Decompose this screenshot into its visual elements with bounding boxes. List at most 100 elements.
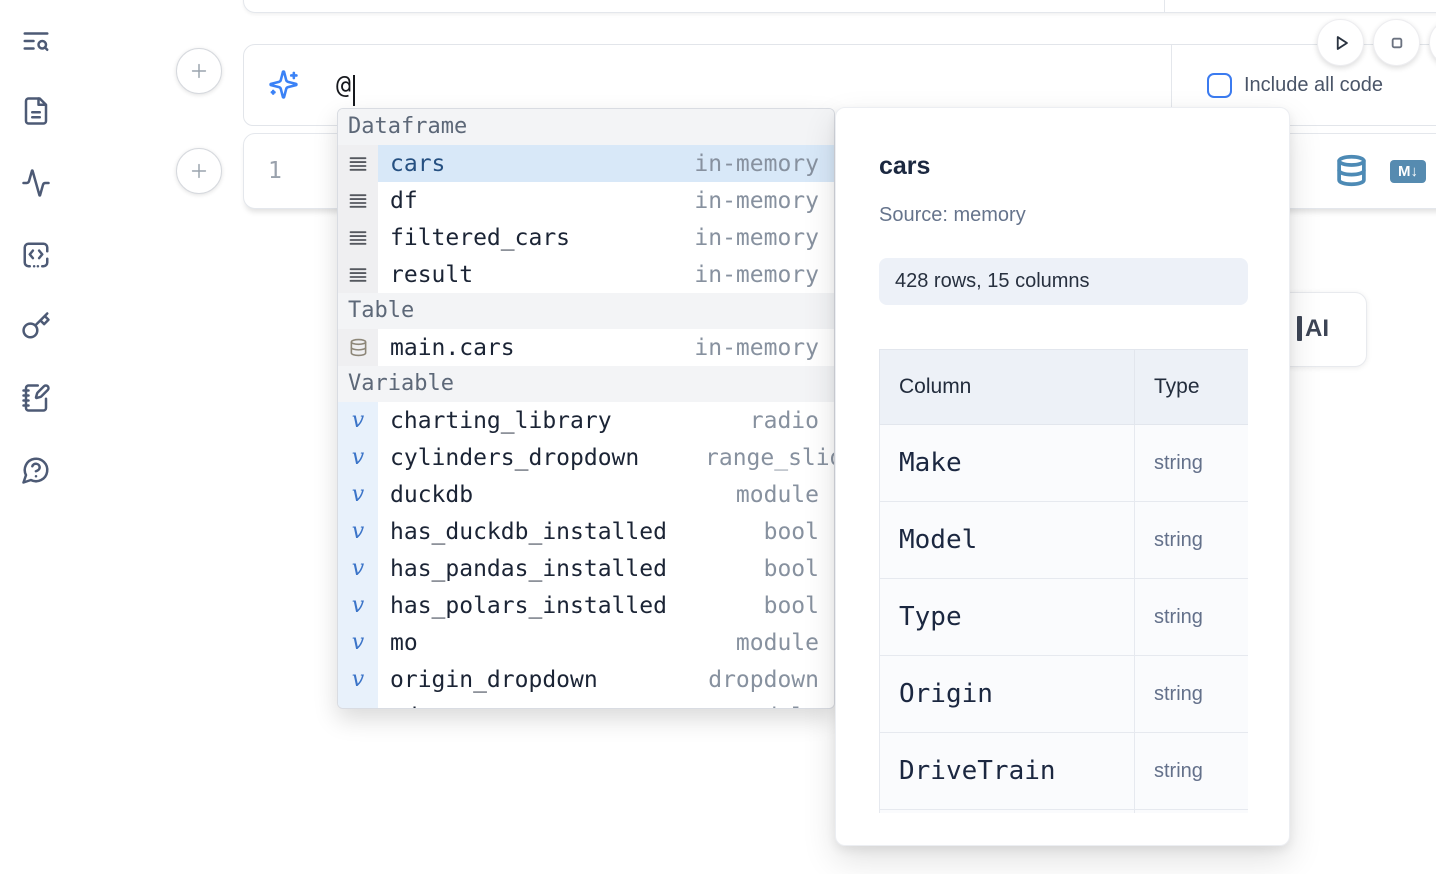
preview-title: cars — [879, 152, 931, 180]
completion-item[interactable]: v charting_library radio — [338, 402, 834, 439]
completion-item-gutter: v — [338, 587, 378, 624]
completion-item-gutter: v — [338, 439, 378, 476]
completion-label: origin_dropdown — [390, 666, 598, 693]
completion-type: bool — [763, 518, 819, 545]
sparkles-icon — [268, 69, 299, 100]
include-all-code-checkbox[interactable] — [1207, 73, 1232, 98]
completion-section-header: Variable — [338, 366, 834, 402]
completion-type: dropdown — [708, 666, 819, 693]
column-type-cell: string — [1134, 578, 1248, 656]
completion-item-main: cylinders_dropdown range_slider — [378, 439, 834, 476]
completion-item[interactable]: v origin_dropdown dropdown — [338, 661, 834, 698]
plus-icon — [191, 63, 207, 79]
column-name-cell: DriveTrain — [879, 732, 1135, 810]
completion-type: radio — [749, 407, 819, 434]
completion-section-header: Dataframe — [338, 109, 834, 145]
completion-type: in-memory — [694, 224, 819, 251]
column-name-cell: Make — [879, 424, 1135, 502]
completion-item-gutter: v — [338, 698, 378, 708]
variable-icon: v — [352, 704, 364, 708]
completion-label: has_pandas_installed — [390, 555, 667, 582]
completion-label: duckdb — [390, 481, 474, 508]
completion-item[interactable]: v cylinders_dropdown range_slider — [338, 439, 834, 476]
column-name-cell: Model — [879, 501, 1135, 579]
run-cell-button[interactable] — [1317, 19, 1364, 66]
variable-icon: v — [351, 556, 365, 581]
variable-icon: v — [351, 593, 365, 618]
text-search-icon[interactable] — [21, 26, 51, 56]
file-document-icon[interactable] — [21, 96, 51, 126]
completion-item[interactable]: main.cars in-memory — [338, 329, 834, 366]
completion-item-gutter — [338, 145, 378, 182]
completion-item-gutter: v — [338, 550, 378, 587]
panel-divider — [1171, 45, 1172, 125]
completion-item-gutter — [338, 329, 378, 366]
markdown-icon[interactable]: M↓ — [1390, 160, 1426, 183]
completion-item-main: charting_library radio — [378, 402, 834, 439]
completion-type: in-memory — [694, 334, 819, 361]
completion-label: df — [390, 187, 418, 214]
dataframe-icon — [349, 156, 367, 171]
completion-label: pd — [390, 704, 418, 709]
help-chat-icon[interactable] — [21, 455, 51, 485]
ai-prompt-input[interactable]: @ — [336, 70, 352, 99]
completion-item-gutter: v — [338, 476, 378, 513]
variable-icon: v — [351, 630, 365, 655]
column-name-cell — [879, 809, 1135, 813]
clipped-letter-fragment — [1297, 316, 1302, 341]
column-type-cell: string — [1134, 655, 1248, 733]
previous-cell-bottom — [243, 0, 1436, 13]
stop-cell-button[interactable] — [1373, 19, 1420, 66]
variable-icon: v — [351, 445, 365, 470]
column-type-cell: string — [1134, 424, 1248, 502]
cell-divider — [1164, 0, 1165, 12]
line-number: 1 — [268, 158, 282, 184]
dataframe-icon — [349, 267, 367, 282]
variable-icon: v — [351, 408, 365, 433]
completion-type: in-memory — [694, 150, 819, 177]
completion-label: charting_library — [390, 407, 612, 434]
completion-label: result — [390, 261, 474, 288]
column-name-cell: Origin — [879, 655, 1135, 733]
stop-icon — [1391, 37, 1402, 48]
activity-icon[interactable] — [21, 168, 51, 198]
completion-item-gutter: v — [338, 624, 378, 661]
add-cell-button[interactable] — [176, 148, 222, 194]
ai-button-label: AI — [1305, 315, 1329, 342]
table-row — [879, 809, 1248, 813]
notebook-pen-icon[interactable] — [21, 383, 51, 413]
add-cell-button[interactable] — [176, 48, 222, 94]
row-column-stats: 428 rows, 15 columns — [879, 258, 1248, 305]
completion-item-gutter — [338, 219, 378, 256]
completion-item[interactable]: v pd module — [338, 698, 834, 709]
database-icon[interactable] — [1335, 154, 1368, 187]
completion-type: module — [736, 704, 819, 709]
variable-icon: v — [351, 519, 365, 544]
completion-type: bool — [763, 592, 819, 619]
key-icon[interactable] — [21, 311, 51, 341]
completion-type: module — [735, 629, 819, 656]
code-snippet-icon[interactable] — [21, 240, 51, 270]
completion-label: cylinders_dropdown — [390, 444, 640, 471]
plus-icon — [191, 163, 207, 179]
completion-type: range_slider — [705, 444, 834, 471]
completion-label: main.cars — [390, 334, 515, 361]
table-header-cell: Type — [1134, 349, 1248, 425]
variable-icon: v — [351, 667, 365, 692]
